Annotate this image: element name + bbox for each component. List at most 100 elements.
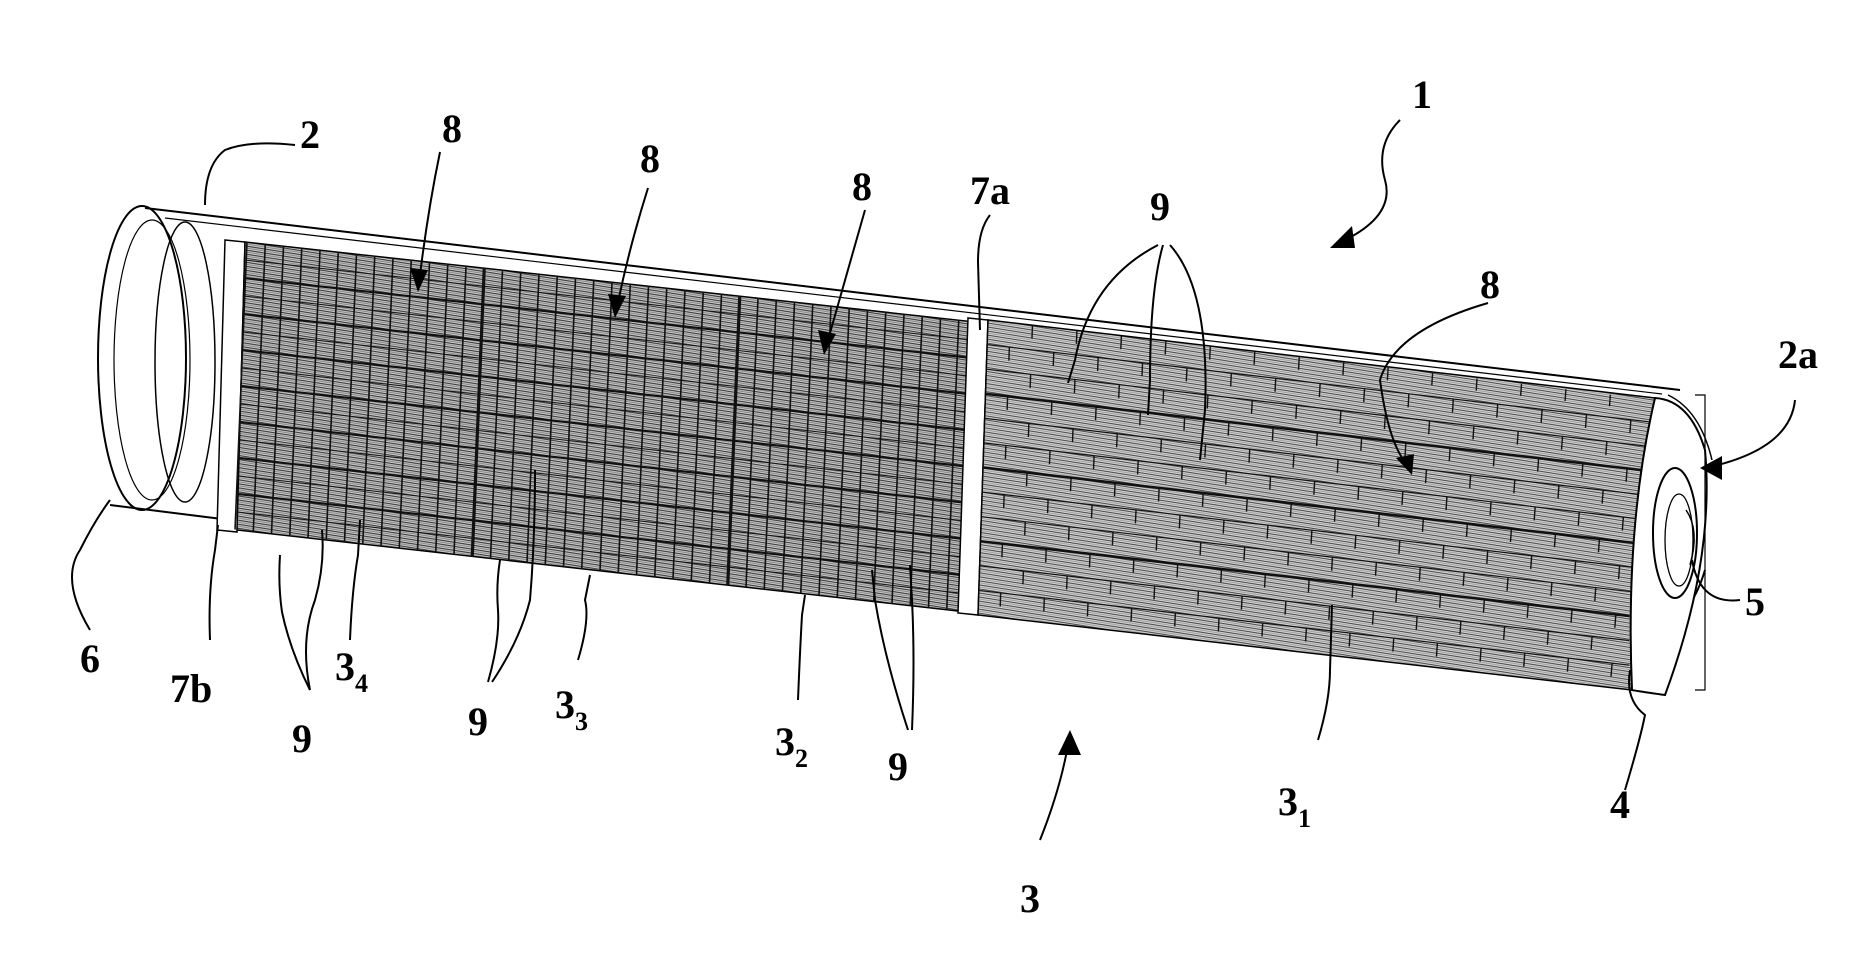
mesh-line xyxy=(1517,431,1518,444)
mesh-line xyxy=(1337,459,1338,472)
mesh-line xyxy=(1460,621,1461,634)
mesh-line xyxy=(1408,394,1409,407)
ref-label-9b: 9 xyxy=(468,699,488,744)
mesh-line xyxy=(1241,596,1242,609)
mesh-line xyxy=(1524,653,1525,666)
mesh-line xyxy=(1541,409,1542,422)
mesh-line xyxy=(1358,486,1359,499)
mesh-line xyxy=(1092,505,1093,518)
mesh-line xyxy=(1244,547,1245,560)
mesh-line xyxy=(1198,591,1199,604)
ref-label-8a: 8 xyxy=(442,106,462,151)
mesh-line xyxy=(1571,609,1572,622)
mesh-line xyxy=(1585,415,1586,428)
mesh-line xyxy=(1299,356,1300,369)
mesh-line xyxy=(1272,427,1273,440)
mesh-line xyxy=(1163,390,1164,403)
mesh-line xyxy=(1135,510,1136,523)
mesh-line xyxy=(1534,507,1535,520)
mesh-line xyxy=(1076,330,1077,344)
mesh-line xyxy=(1140,412,1141,425)
mesh-line xyxy=(1159,488,1160,501)
mesh-line xyxy=(1487,551,1488,564)
mesh-line xyxy=(1179,515,1180,528)
mesh-line xyxy=(1562,436,1563,449)
mesh-line xyxy=(1175,613,1176,626)
mesh-line xyxy=(1551,583,1552,596)
mesh-line xyxy=(1119,385,1120,398)
mesh-line xyxy=(1452,399,1453,412)
mesh-line xyxy=(1378,513,1379,526)
mesh-line xyxy=(1443,545,1444,558)
mesh-line xyxy=(1332,557,1333,570)
mesh-line xyxy=(1285,601,1286,614)
mesh-line xyxy=(1527,604,1528,617)
mesh-line xyxy=(1154,586,1155,599)
mesh-line xyxy=(1334,508,1335,521)
mesh-line xyxy=(1288,552,1289,565)
mesh-line xyxy=(1402,492,1403,505)
mesh-line xyxy=(1483,599,1484,612)
ref-label-5: 5 xyxy=(1745,579,1765,624)
ref-label-8c: 8 xyxy=(852,164,872,209)
mesh-line xyxy=(1254,351,1255,364)
mesh-line xyxy=(1311,530,1312,543)
mesh-line xyxy=(1218,618,1219,631)
mesh-line xyxy=(1205,444,1206,457)
mesh-line xyxy=(1352,584,1353,597)
mesh-line xyxy=(1437,643,1438,656)
mesh-line xyxy=(1565,388,1566,401)
ref-label-2a: 2a xyxy=(1778,332,1818,377)
mesh-line xyxy=(1306,628,1307,641)
mesh-line xyxy=(1470,475,1471,488)
mesh-line xyxy=(1262,623,1263,636)
mesh-line xyxy=(1177,564,1178,577)
mesh-line xyxy=(1538,458,1539,471)
ref-label-3: 3 xyxy=(1020,876,1040,921)
mesh-line xyxy=(1473,426,1474,439)
mesh-line xyxy=(1069,527,1070,541)
mesh-line xyxy=(1131,608,1132,621)
mesh-line xyxy=(1387,367,1388,380)
ref-label-9a: 9 xyxy=(292,716,312,761)
mesh-line xyxy=(1521,382,1522,395)
mesh-line xyxy=(1396,589,1397,602)
mesh-line xyxy=(1399,540,1400,553)
mesh-line xyxy=(1096,407,1097,420)
mesh-line xyxy=(1053,352,1054,366)
mesh-line xyxy=(1480,648,1481,661)
mesh-line xyxy=(1361,438,1362,451)
mesh-line xyxy=(1381,465,1382,478)
ref-label-6: 6 xyxy=(80,636,100,681)
mesh-line xyxy=(1049,451,1050,465)
mesh-line xyxy=(1446,497,1447,510)
ref-label-4: 4 xyxy=(1610,782,1630,827)
mesh-line xyxy=(1393,638,1394,651)
closure-cap xyxy=(98,206,215,510)
mesh-line xyxy=(1110,581,1111,594)
mesh-line xyxy=(1203,493,1204,506)
ref-label-3-4: 34 xyxy=(335,644,368,698)
mesh-line xyxy=(1463,572,1464,585)
mesh-line xyxy=(1223,520,1224,533)
mesh-line xyxy=(1210,346,1211,359)
mesh-line xyxy=(1252,400,1253,413)
mesh-line xyxy=(1490,502,1491,515)
mesh-line xyxy=(1308,579,1309,592)
mesh-line xyxy=(1514,480,1515,493)
mesh-line xyxy=(1087,603,1088,616)
ref-label-3-1: 31 xyxy=(1278,779,1311,833)
ref-label-3-3: 33 xyxy=(555,682,588,736)
mesh-line xyxy=(1121,336,1122,349)
mesh-line xyxy=(1115,483,1116,496)
mesh-line xyxy=(1510,529,1511,542)
mesh-line xyxy=(1531,556,1532,569)
mesh-line xyxy=(1186,368,1187,381)
mesh-line xyxy=(1432,372,1433,385)
filter-segments-left xyxy=(235,242,977,612)
mesh-line xyxy=(1554,534,1555,547)
mesh-line xyxy=(1426,470,1427,483)
mesh-line xyxy=(1067,576,1068,590)
mesh-line xyxy=(1319,383,1320,396)
